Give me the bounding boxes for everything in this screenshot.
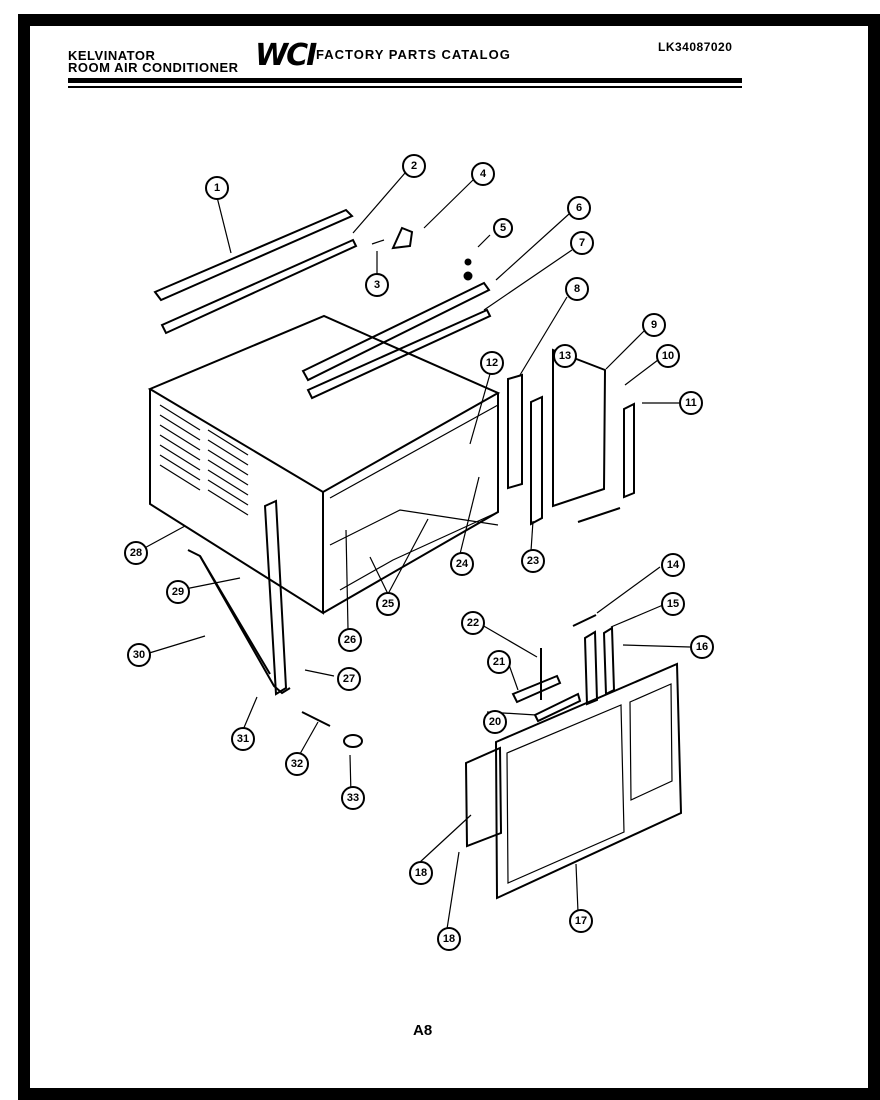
svg-text:3: 3 [374,279,380,291]
svg-text:24: 24 [456,558,469,570]
svg-text:2: 2 [411,160,417,172]
callout-2: 2 [402,154,426,178]
callout-14: 14 [661,553,685,577]
callout-9: 9 [642,313,666,337]
callout-33: 33 [341,786,365,810]
wci-logo: WCI [255,38,317,73]
callout-16: 16 [690,635,714,659]
callout-28: 28 [124,541,148,565]
catalog-title: FACTORY PARTS CATALOG [316,47,511,62]
svg-text:12: 12 [486,357,498,369]
page-number: A8 [413,1022,433,1039]
brand-name: KELVINATOR [68,48,156,63]
svg-text:21: 21 [493,656,505,668]
product-type: ROOM AIR CONDITIONER [68,60,239,75]
callout-30: 30 [127,643,151,667]
svg-text:10: 10 [662,350,674,362]
callout-1: 1 [205,176,229,200]
callout-21: 21 [487,650,511,674]
callout-24: 24 [450,552,474,576]
svg-text:5: 5 [500,222,506,234]
svg-text:31: 31 [237,733,249,745]
svg-text:23: 23 [527,555,539,567]
callout-31: 31 [231,727,255,751]
svg-text:27: 27 [343,673,355,685]
svg-text:8: 8 [574,283,580,295]
callout-27: 27 [337,667,361,691]
callout-18-lower: 18 [437,927,461,951]
callout-12: 12 [480,351,504,375]
callout-32: 32 [285,752,309,776]
side-rail-part [301,281,492,400]
callout-8: 8 [565,277,589,301]
bolt-part [301,711,363,748]
svg-text:16: 16 [696,641,708,653]
svg-text:18: 18 [443,933,455,945]
model-number: LK34087020 [658,40,733,54]
svg-text:15: 15 [667,598,679,610]
brand-block: KELVINATOR ROOM AIR CONDITIONER [68,48,239,75]
svg-text:26: 26 [344,634,356,646]
callout-5: 5 [493,218,513,238]
mounting-bracket-part [187,499,291,696]
front-grille-part [464,662,683,900]
callout-22: 22 [461,611,485,635]
bracket-part [371,220,513,281]
callout-23: 23 [521,549,545,573]
svg-text:4: 4 [480,168,487,180]
leader-lines [138,172,691,930]
callout-10: 10 [656,344,680,368]
callout-17: 17 [569,909,593,933]
header-rule [68,78,742,83]
top-rail-part [153,208,358,335]
svg-text:1: 1 [214,182,220,194]
svg-text:14: 14 [667,559,680,571]
svg-text:22: 22 [467,617,479,629]
svg-text:33: 33 [347,792,359,804]
side-panel-part [507,348,635,526]
svg-text:13: 13 [559,350,571,362]
svg-text:20: 20 [489,716,501,728]
callout-18-upper: 18 [409,861,433,885]
svg-text:29: 29 [172,586,184,598]
callout-26: 26 [338,628,362,652]
callout-25: 25 [376,592,400,616]
svg-text:6: 6 [576,202,582,214]
callout-20: 20 [483,710,507,734]
callout-4: 4 [471,162,495,186]
callout-13: 13 [553,344,577,368]
callout-3: 3 [365,273,389,297]
svg-text:17: 17 [575,915,587,927]
svg-text:11: 11 [685,397,697,409]
svg-text:9: 9 [651,319,657,331]
header-rule-thin [68,86,742,88]
svg-text:7: 7 [579,237,585,249]
svg-text:30: 30 [133,649,145,661]
callout-29: 29 [166,580,190,604]
svg-text:18: 18 [415,867,427,879]
callout-6: 6 [567,196,591,220]
svg-text:25: 25 [382,598,394,610]
small-parts [511,614,616,723]
svg-text:28: 28 [130,547,142,559]
callout-11: 11 [679,391,703,415]
callout-7: 7 [570,231,594,255]
svg-text:32: 32 [291,758,303,770]
callout-15: 15 [661,592,685,616]
